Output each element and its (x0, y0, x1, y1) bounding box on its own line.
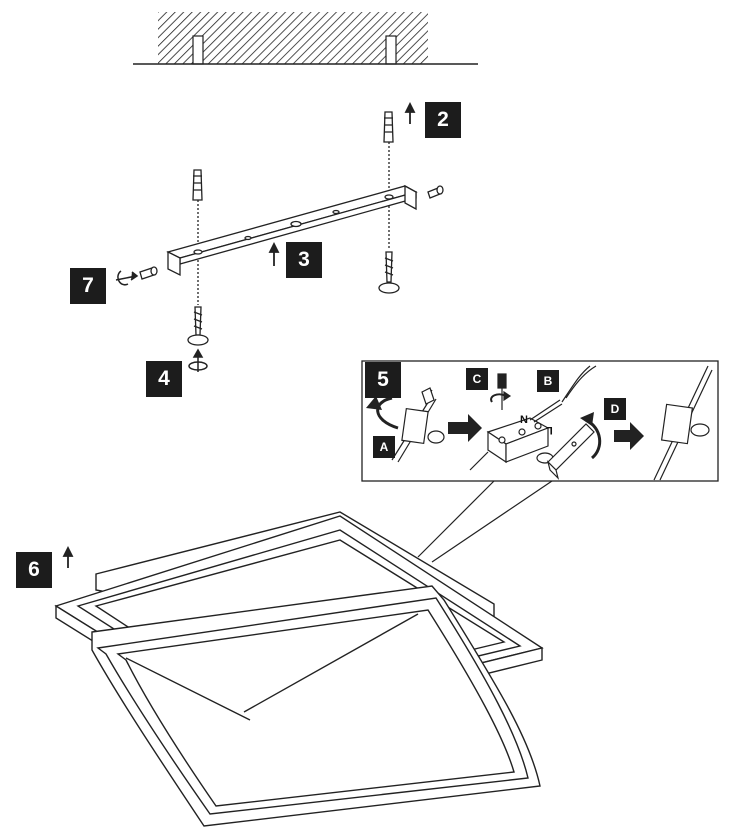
step-label-4: 4 (146, 361, 182, 397)
screw-icon (139, 266, 158, 280)
arrow-right-icon (448, 414, 482, 442)
screw-icon (427, 185, 444, 199)
ceiling-hatch-icon (133, 12, 478, 65)
arrow-up-icon (268, 241, 280, 266)
rotate-arrow-icon (115, 270, 139, 286)
terminal-mark-n: N (520, 414, 528, 426)
sub-label-c: C (466, 368, 488, 390)
arrow-up-icon (62, 545, 74, 568)
step-label-7: 7 (70, 268, 106, 304)
arrow-up-icon (404, 101, 416, 124)
bracket-icon (166, 184, 418, 277)
connector-icon (391, 387, 445, 463)
rotate-arrow-icon (188, 348, 208, 372)
step-label-2: 2 (425, 102, 461, 138)
terminal-mark-l: L (546, 424, 553, 436)
wall-plug-icon (187, 169, 209, 346)
rotate-arrow-icon (376, 396, 399, 430)
step-label-3: 3 (286, 242, 322, 278)
step-label-6: 6 (16, 552, 52, 588)
sub-label-d: D (604, 398, 626, 420)
sub-label-a: A (373, 436, 395, 458)
cover-icon (546, 423, 595, 480)
sub-label-b: B (537, 370, 559, 392)
terminal-block-icon (469, 365, 597, 471)
connector-icon (653, 365, 713, 481)
lamp-frame-icon (54, 511, 544, 827)
arrow-right-icon (614, 422, 644, 450)
screwdriver-icon (490, 373, 512, 410)
step-label-5: 5 (365, 362, 401, 398)
